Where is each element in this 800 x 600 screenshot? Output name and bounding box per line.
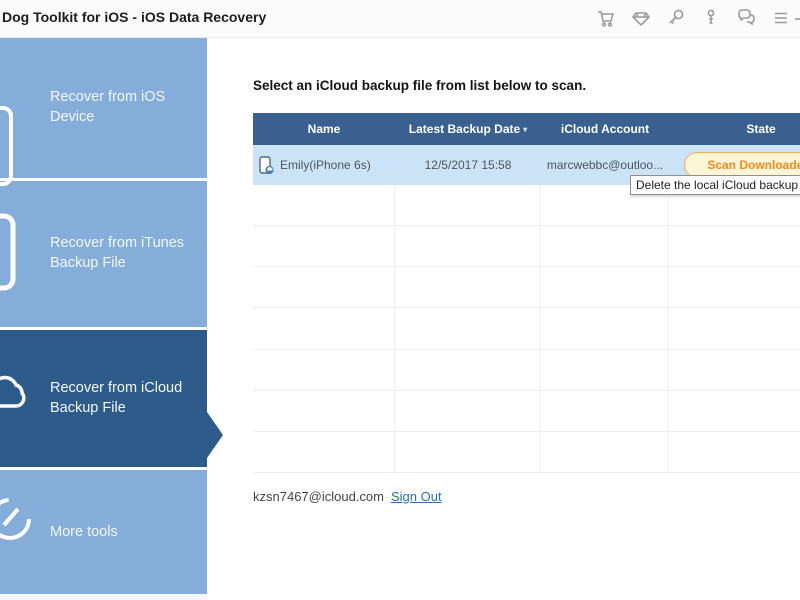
empty-cell bbox=[395, 431, 541, 473]
empty-cell bbox=[395, 349, 541, 391]
empty-cell bbox=[395, 308, 541, 350]
empty-cell bbox=[253, 308, 395, 350]
app-title: Dog Toolkit for iOS - iOS Data Recovery bbox=[2, 9, 267, 25]
empty-cell bbox=[253, 226, 395, 268]
empty-cell bbox=[395, 226, 541, 268]
empty-cell bbox=[669, 350, 800, 391]
empty-cell bbox=[541, 185, 669, 227]
empty-cell bbox=[253, 349, 395, 391]
empty-cell bbox=[669, 308, 800, 350]
sign-out-link[interactable]: Sign Out bbox=[390, 489, 442, 504]
empty-cell bbox=[669, 185, 800, 227]
empty-cell bbox=[669, 391, 800, 432]
empty-cell bbox=[669, 226, 800, 268]
empty-cell bbox=[253, 267, 395, 309]
empty-cell bbox=[395, 390, 541, 432]
backup-name: Emily(iPhone 6s) bbox=[280, 158, 371, 172]
empty-cell bbox=[253, 390, 395, 432]
empty-cell bbox=[541, 390, 669, 432]
account-line: kzsn7467@icloud.com Sign Out bbox=[253, 489, 442, 504]
empty-cell bbox=[541, 431, 669, 473]
person-icon[interactable] bbox=[700, 7, 722, 29]
sidebar-item-label: More tools bbox=[50, 524, 118, 541]
empty-cell bbox=[541, 267, 669, 309]
titlebar: Dog Toolkit for iOS - iOS Data Recovery bbox=[0, 0, 800, 38]
empty-cell bbox=[669, 267, 800, 309]
sort-indicator-icon: ▾ bbox=[523, 125, 528, 134]
empty-cell bbox=[395, 185, 541, 227]
backup-date-cell: 12/5/2017 15:58 bbox=[424, 158, 512, 172]
empty-cell bbox=[253, 185, 395, 227]
column-header-name[interactable]: Name bbox=[307, 122, 341, 136]
sidebar-item-label: Recover from iTunes Backup File bbox=[50, 235, 185, 271]
selected-item-arrow bbox=[207, 412, 223, 458]
sidebar-divider bbox=[0, 467, 207, 470]
empty-cell bbox=[669, 432, 800, 473]
sidebar-divider bbox=[0, 327, 207, 330]
table-empty-grid bbox=[253, 185, 800, 473]
backup-table: Name Latest Backup Date▾ iCloud Account … bbox=[253, 113, 800, 473]
magnifier-icon[interactable] bbox=[665, 7, 687, 29]
sidebar: Recover from iOS Device Recover from iTu… bbox=[0, 38, 223, 600]
sidebar-divider bbox=[0, 178, 207, 181]
cart-icon[interactable] bbox=[595, 7, 617, 29]
device-phone-icon bbox=[259, 155, 274, 175]
backup-name-cell: Emily(iPhone 6s) bbox=[253, 155, 395, 175]
page-heading: Select an iCloud backup file from list b… bbox=[253, 78, 587, 93]
column-header-icloud-account[interactable]: iCloud Account bbox=[560, 122, 650, 136]
backup-account-cell: marcwebbc@outloo... bbox=[546, 158, 664, 172]
sidebar-item-recover-ios-device[interactable]: Recover from iOS Device bbox=[0, 38, 207, 178]
diamond-icon[interactable] bbox=[630, 7, 652, 29]
column-header-latest-backup-date[interactable]: Latest Backup Date▾ bbox=[408, 122, 528, 136]
menu-icon[interactable] bbox=[770, 7, 792, 29]
chat-icon[interactable] bbox=[735, 7, 757, 29]
empty-cell bbox=[541, 226, 669, 268]
sidebar-item-recover-icloud-backup[interactable]: Recover from iCloud Backup File bbox=[0, 330, 207, 467]
empty-cell bbox=[395, 267, 541, 309]
empty-cell bbox=[253, 431, 395, 473]
cropped-icon[interactable] bbox=[794, 12, 800, 26]
sidebar-item-label: Recover from iCloud Backup File bbox=[50, 379, 183, 416]
titlebar-icons bbox=[595, 7, 792, 29]
logged-in-email: kzsn7467@icloud.com bbox=[253, 489, 384, 504]
empty-cell bbox=[541, 349, 669, 391]
delete-backup-tooltip: Delete the local iCloud backup bbox=[630, 175, 800, 195]
table-row[interactable]: Emily(iPhone 6s) 12/5/2017 15:58 marcweb… bbox=[253, 145, 800, 185]
table-header: Name Latest Backup Date▾ iCloud Account … bbox=[253, 113, 800, 145]
sidebar-item-more-tools[interactable]: More tools bbox=[0, 472, 207, 594]
empty-cell bbox=[541, 308, 669, 350]
column-header-state[interactable]: State bbox=[746, 122, 776, 136]
sidebar-bottom-strip bbox=[0, 594, 207, 600]
sidebar-item-recover-itunes-backup[interactable]: Recover from iTunes Backup File bbox=[0, 181, 207, 327]
sidebar-item-label: Recover from iOS Device bbox=[50, 89, 166, 125]
